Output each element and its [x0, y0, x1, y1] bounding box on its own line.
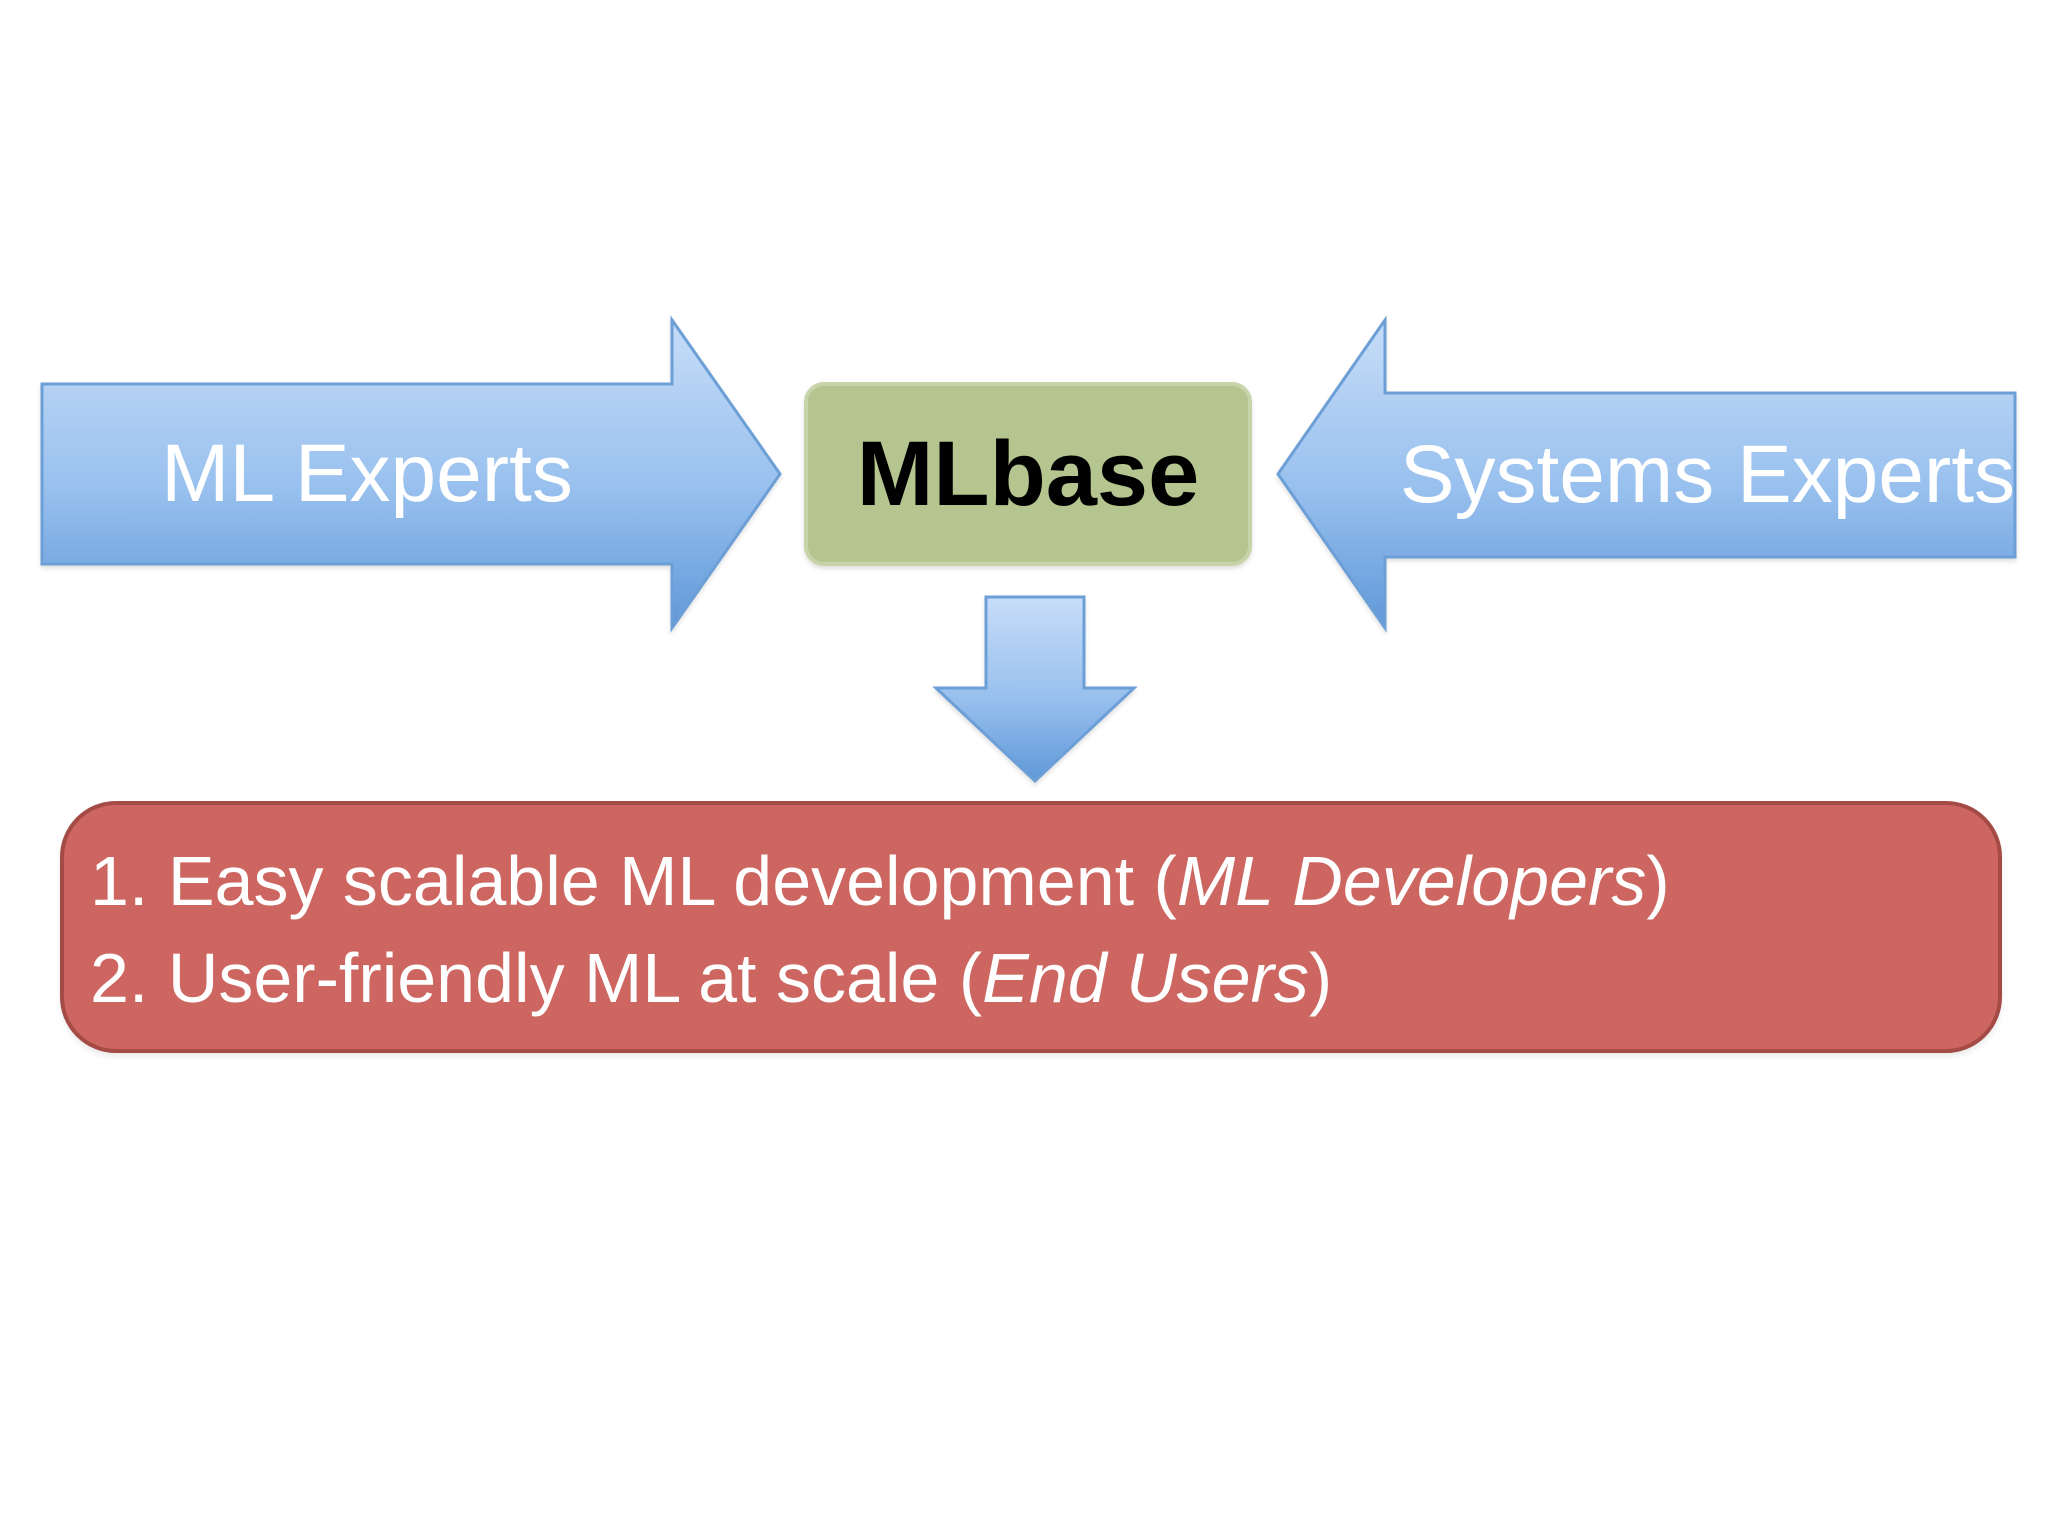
- systems-experts-text: Systems Experts: [1399, 429, 2015, 520]
- left-arrow-icon: [1276, 315, 2017, 633]
- audience-label: End Users: [982, 939, 1309, 1017]
- systems-experts-label: Systems Experts: [1385, 393, 2015, 557]
- outcomes-list: 1. Easy scalable ML development (ML Deve…: [90, 833, 1970, 1027]
- outcome-text: Easy scalable ML development (: [167, 842, 1177, 920]
- audience-label: ML Developers: [1176, 842, 1647, 920]
- mlbase-text: MLbase: [856, 423, 1200, 525]
- outcomes-box: [60, 801, 2002, 1053]
- closing-parenthesis: ): [1646, 842, 1670, 920]
- ml-experts-text: ML Experts: [161, 428, 573, 519]
- down-arrow-icon: [932, 595, 1138, 784]
- outcome-number: 1.: [90, 842, 168, 920]
- outcome-item: 1. Easy scalable ML development (ML Deve…: [90, 833, 1970, 930]
- ml-experts-label: ML Experts: [42, 384, 692, 564]
- mlbase-label: MLbase: [806, 384, 1250, 564]
- mlbase-node-box: [804, 382, 1252, 566]
- outcome-item: 2. User-friendly ML at scale (End Users): [90, 930, 1970, 1027]
- right-arrow-icon: [40, 315, 782, 633]
- closing-parenthesis: ): [1308, 939, 1333, 1017]
- outcome-text: User-friendly ML at scale (: [167, 939, 983, 1017]
- outcome-number: 2.: [90, 939, 168, 1017]
